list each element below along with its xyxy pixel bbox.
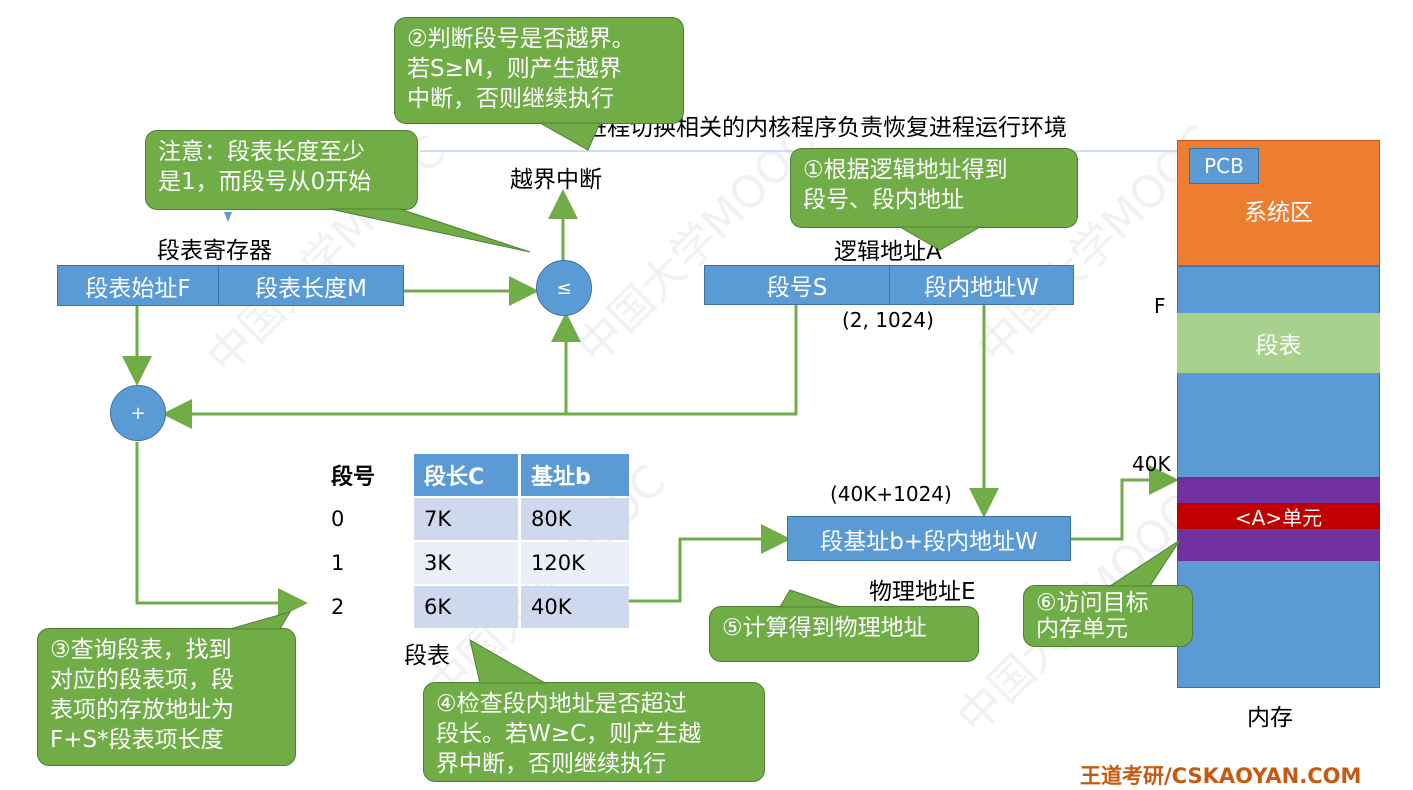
table-cell: 40K (521, 586, 629, 628)
callout-step6: ⑥访问目标 内存单元 (1023, 585, 1193, 647)
memory-F-label: F (1154, 294, 1166, 318)
callout-line: 是1，而段号从0开始 (158, 169, 372, 195)
memory-target-unit: <A>单元 (1177, 503, 1380, 530)
segreg-label: 段表寄存器 (157, 238, 272, 264)
system-label: 系统区 (1244, 200, 1313, 226)
callout-line: 注意：段表长度至少 (158, 139, 365, 165)
pcb-box: PCB (1189, 148, 1259, 184)
col-header-base: 基址b (521, 454, 629, 496)
callout-line: ②判断段号是否越界。 (407, 26, 635, 52)
col-header-segno: 段号 (331, 465, 376, 490)
memory-label: 内存 (1247, 705, 1293, 731)
footer-brand: 王道考研/CSKAOYAN.COM (1080, 764, 1362, 788)
callout-line: ⑤计算得到物理地址 (722, 615, 927, 641)
callout-step1: ①根据逻辑地址得到 段号、段内地址 (790, 148, 1078, 228)
callout-line: 界中断，否则继续执行 (436, 751, 666, 777)
callout-line: F+S*段表项长度 (50, 727, 224, 753)
callout-line: 若S≥M，则产生越界 (407, 56, 622, 82)
seg-off-box: 段内地址W (889, 265, 1074, 305)
callout-line: ①根据逻辑地址得到 (803, 157, 1008, 183)
callout-step2: ②判断段号是否越界。 若S≥M，则产生越界 中断，否则继续执行 (394, 17, 684, 124)
callout-step5: ⑤计算得到物理地址 (709, 606, 979, 662)
table-cell: 2 (331, 595, 345, 619)
callout-note: 注意：段表长度至少 是1，而段号从0开始 (145, 130, 418, 210)
table-cell: 0 (331, 507, 345, 531)
table-cell: 120K (521, 542, 629, 584)
segtable-label: 段表 (404, 643, 450, 669)
callout-line: 段长。若W≥C，则产生越 (436, 721, 702, 747)
segment-table: 段号 段长C 基址b 0 7K 80K 1 3K 120K 2 6K 40K (318, 452, 632, 630)
callout-line: 对应的段表项，段 (50, 667, 234, 693)
plus-node: + (110, 385, 166, 441)
logical-value: (2, 1024) (842, 308, 934, 332)
callout-step4: ④检查段内地址是否超过 段长。若W≥C，则产生越 界中断，否则继续执行 (423, 682, 765, 782)
table-cell: 3K (414, 542, 518, 584)
col-header-seglen: 段长C (414, 454, 518, 496)
memory-segtable: 段表 (1177, 313, 1380, 373)
physical-label: 物理地址E (869, 579, 976, 605)
overflow-label: 越界中断 (510, 167, 602, 193)
callout-line: ③查询段表，找到 (50, 637, 232, 663)
callout-line: 表项的存放地址为 (50, 697, 234, 723)
table-cell: 1 (331, 551, 345, 575)
callout-step3: ③查询段表，找到 对应的段表项，段 表项的存放地址为 F+S*段表项长度 (37, 628, 296, 766)
phys-box: 段基址b+段内地址W (787, 516, 1071, 561)
seg-no-box: 段号S (704, 265, 890, 305)
table-cell: 6K (414, 586, 518, 628)
callout-line: 中断，否则继续执行 (407, 86, 614, 112)
compare-node: ≤ (536, 260, 592, 316)
physical-value: (40K+1024) (830, 482, 952, 506)
seg-start-box: 段表始址F (57, 265, 219, 306)
callout-line: ⑥访问目标 (1036, 590, 1149, 616)
memory-system-area: 系统区 (1177, 140, 1380, 266)
table-row: 2 6K 40K (321, 586, 629, 628)
callout-line: 内存单元 (1036, 616, 1128, 642)
table-row: 0 7K 80K (321, 498, 629, 540)
table-cell: 7K (414, 498, 518, 540)
callout-line: 段号、段内地址 (803, 187, 964, 213)
seg-len-box: 段表长度M (218, 265, 404, 306)
callout-line: ④检查段内地址是否超过 (436, 691, 687, 717)
table-row: 1 3K 120K (321, 542, 629, 584)
memory-40k-label: 40K (1132, 452, 1171, 476)
table-cell: 80K (521, 498, 629, 540)
logical-label: 逻辑地址A (834, 239, 942, 265)
